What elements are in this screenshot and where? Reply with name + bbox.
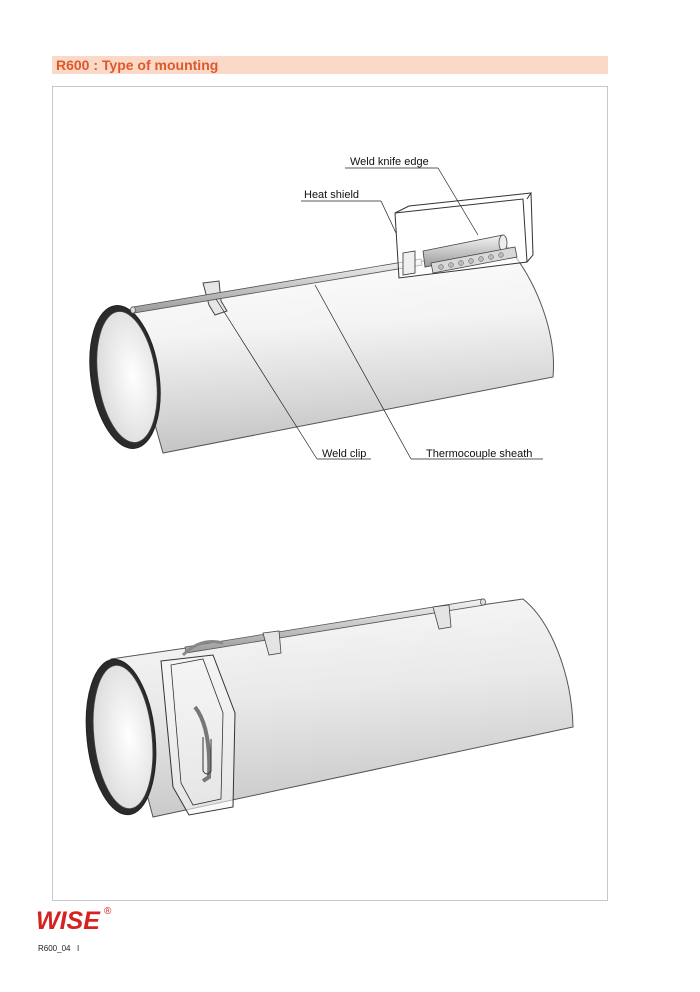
leader-heat-shield — [380, 200, 397, 234]
figure-frame: Weld knife edge Heat shield Weld clip Th… — [52, 86, 608, 901]
section-header: R600 : Type of mounting — [52, 56, 608, 74]
label-thermocouple-sheath: Thermocouple sheath — [426, 448, 533, 460]
mounting-diagrams — [85, 167, 574, 818]
pipe-bottom — [85, 598, 574, 818]
weld-knife-edge — [422, 234, 518, 274]
page-reference-mark: I — [77, 944, 80, 953]
leader-weld-clip — [215, 298, 318, 460]
page-reference: R600_04 — [38, 944, 71, 953]
label-heat-shield: Heat shield — [304, 189, 360, 201]
leader-weld-knife-edge — [437, 167, 479, 236]
pipe-top — [89, 167, 554, 460]
label-weld-clip: Weld clip — [322, 448, 367, 460]
section-title: R600 : Type of mounting — [56, 57, 219, 73]
registered-mark: ® — [104, 906, 112, 917]
leader-thermocouple-sheath — [314, 284, 412, 460]
wise-logo: WISE — [36, 907, 100, 935]
ring-shield — [160, 640, 236, 816]
label-weld-knife-edge: Weld knife edge — [350, 156, 429, 168]
